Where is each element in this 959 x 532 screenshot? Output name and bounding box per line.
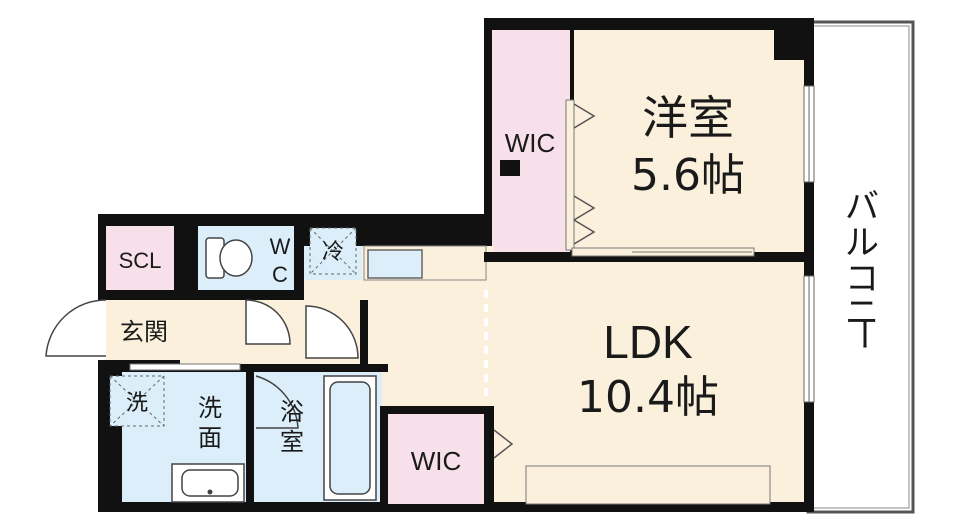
- balcony-label-1: ル: [845, 223, 879, 263]
- entrance-label: 玄関: [120, 318, 168, 346]
- ldk-size: 10.4帖: [577, 372, 719, 423]
- wic-lower-fill: [388, 414, 484, 504]
- washroom-label-top: 洗: [198, 394, 222, 422]
- balcony-label-4: ー: [843, 317, 883, 351]
- western-room-name: 洋室: [642, 91, 734, 145]
- wic-lower-label: WIC: [411, 446, 462, 476]
- fridge-label: 冷: [322, 240, 344, 265]
- balcony-label-2: コ: [845, 259, 879, 299]
- balcony: [806, 20, 915, 514]
- western-room-fill: [574, 30, 774, 252]
- balcony-label-0: バ: [845, 187, 879, 227]
- washbasin: [171, 463, 245, 503]
- scl-fill: [106, 226, 174, 290]
- bathtub: [323, 375, 377, 501]
- western-room-size: 5.6帖: [631, 150, 745, 201]
- ldk-fill: [492, 262, 804, 502]
- labels: 洋室 5.6帖 WIC LDK 10.4帖 WIC SCL W C 冷 玄関 洗…: [119, 91, 883, 476]
- wic-upper-label: WIC: [505, 128, 556, 158]
- wic-upper-fill: [492, 30, 570, 252]
- room-fills: [106, 30, 804, 504]
- balcony-label-3: ニ: [845, 293, 879, 333]
- door-swings: [45, 299, 359, 429]
- ldk-name: LDK: [603, 316, 693, 368]
- entrance-fill: [106, 300, 186, 360]
- bathroom-label-bottom: 室: [280, 428, 304, 456]
- laundry-label: 洗: [126, 391, 148, 416]
- windows-east: [803, 85, 815, 403]
- scl-label: SCL: [119, 248, 162, 273]
- closet-doors-upper: [565, 99, 755, 257]
- toilet-label-w: W: [270, 234, 291, 259]
- toilet-label-c: C: [272, 262, 288, 287]
- washroom-label-bottom: 面: [198, 424, 222, 452]
- ldk-details: [484, 290, 771, 505]
- bathroom-label-top: 浴: [280, 398, 304, 426]
- toilet-bowl: [205, 237, 253, 279]
- fixtures: [109, 227, 377, 503]
